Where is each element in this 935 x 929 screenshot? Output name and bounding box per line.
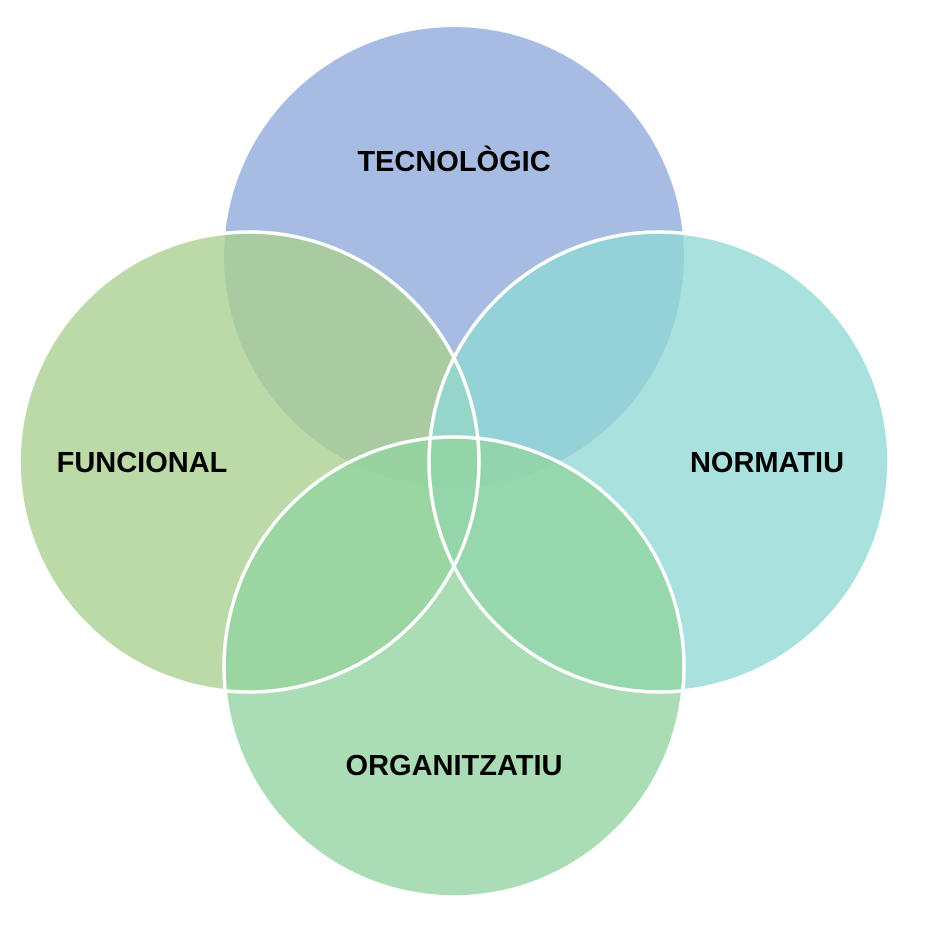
circle-fills (19, 27, 889, 897)
circle-organitzatiu (224, 437, 684, 897)
label-normatiu: NORMATIU (690, 447, 844, 479)
outline-organitzatiu (222, 435, 686, 899)
label-tecnologic: TECNOLÒGIC (357, 144, 550, 178)
circle-outlines (17, 230, 891, 899)
label-organitzatiu: ORGANITZATIU (346, 750, 563, 782)
label-funcional: FUNCIONAL (57, 447, 228, 479)
circle-labels: TECNOLÒGIC FUNCIONAL NORMATIU ORGANITZAT… (57, 144, 844, 782)
outline-normatiu (427, 230, 891, 694)
outline-funcional (17, 230, 481, 694)
